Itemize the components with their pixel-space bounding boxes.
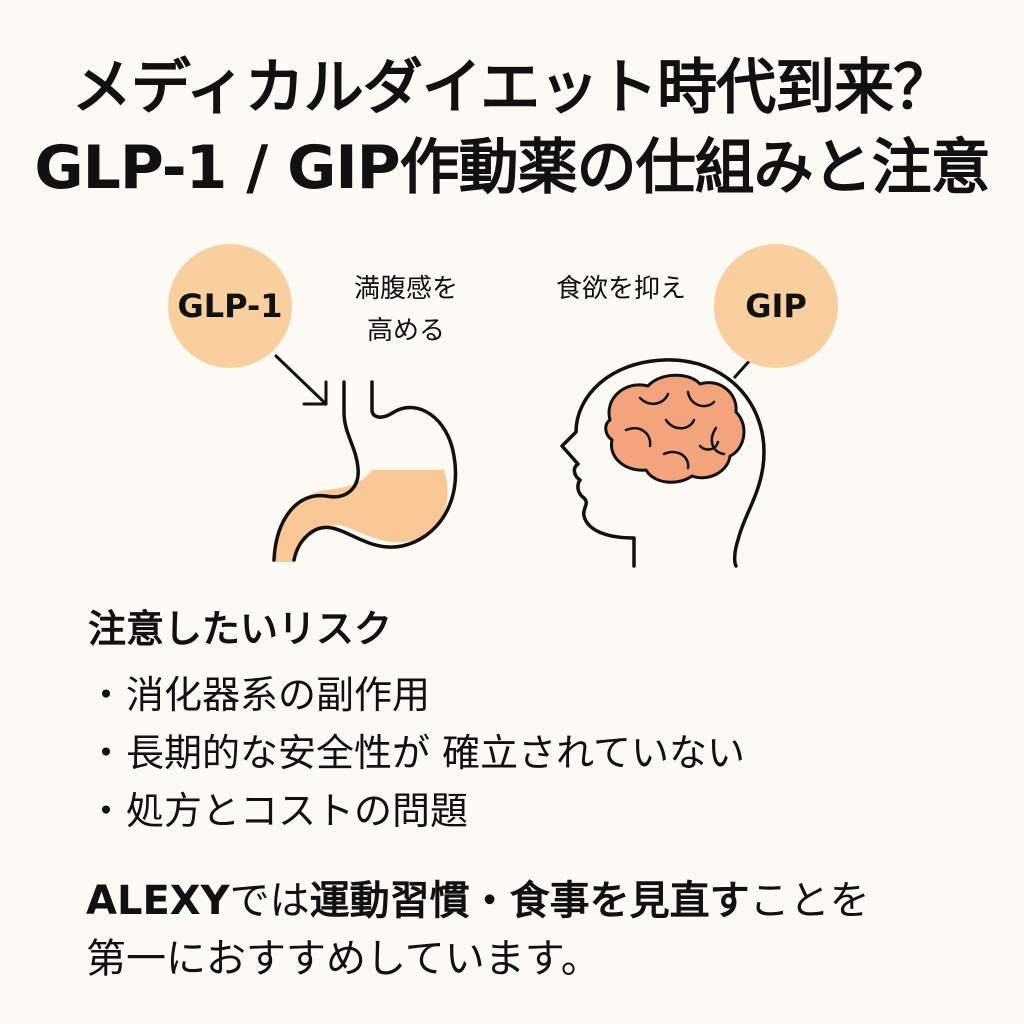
glp1-annotation: 満腹感を 高める — [338, 268, 474, 352]
gip-annotation: 食欲を抑え — [556, 274, 687, 304]
stomach-icon — [272, 380, 458, 562]
gip-circle: GIP — [714, 244, 838, 368]
recommendation-line1: ALEXYでは運動習慣・食事を見直すことを — [86, 872, 870, 930]
recommendation-text-mid: では — [229, 878, 310, 924]
recommendation-line2: 第一におすすめしています。 — [86, 936, 601, 982]
glp1-circle: GLP-1 — [168, 244, 292, 368]
risk-item-text: 消化器系の副作用 — [126, 673, 431, 717]
glp1-annotation-line1: 満腹感を — [353, 274, 458, 304]
bullet-icon: ・ — [86, 789, 125, 833]
page-title-line1: メディカルダイエット時代到来？ — [71, 53, 953, 123]
risk-item-text: 処方とコストの問題 — [126, 789, 469, 833]
risk-heading: 注意したいリスク — [88, 607, 393, 651]
bullet-icon: ・ — [86, 673, 125, 717]
page-title-line2: GLP-1 / GIP作動薬の仕組みと注意 — [34, 133, 990, 203]
recommendation-message: ALEXYでは運動習慣・食事を見直すことを 第一におすすめしています。 — [86, 872, 870, 988]
list-item: ・処方とコストの問題 — [86, 782, 745, 840]
glp1-annotation-line2: 高める — [366, 316, 445, 346]
risk-item-text: 長期的な安全性が 確立されていない — [126, 731, 745, 775]
recommendation-emphasis: 運動習慣・食事を見直す — [309, 878, 750, 924]
glp1-label: GLP-1 — [177, 287, 283, 325]
brand-name: ALEXY — [86, 878, 230, 924]
arrow-icon — [274, 354, 328, 406]
head-with-brain-icon — [560, 358, 766, 568]
risk-list: ・消化器系の副作用 ・長期的な安全性が 確立されていない ・処方とコストの問題 — [86, 666, 745, 840]
recommendation-text-end: ことを — [749, 878, 870, 924]
list-item: ・消化器系の副作用 — [86, 666, 745, 724]
gip-label: GIP — [745, 287, 807, 325]
bullet-icon: ・ — [86, 731, 125, 775]
list-item: ・長期的な安全性が 確立されていない — [86, 724, 745, 782]
